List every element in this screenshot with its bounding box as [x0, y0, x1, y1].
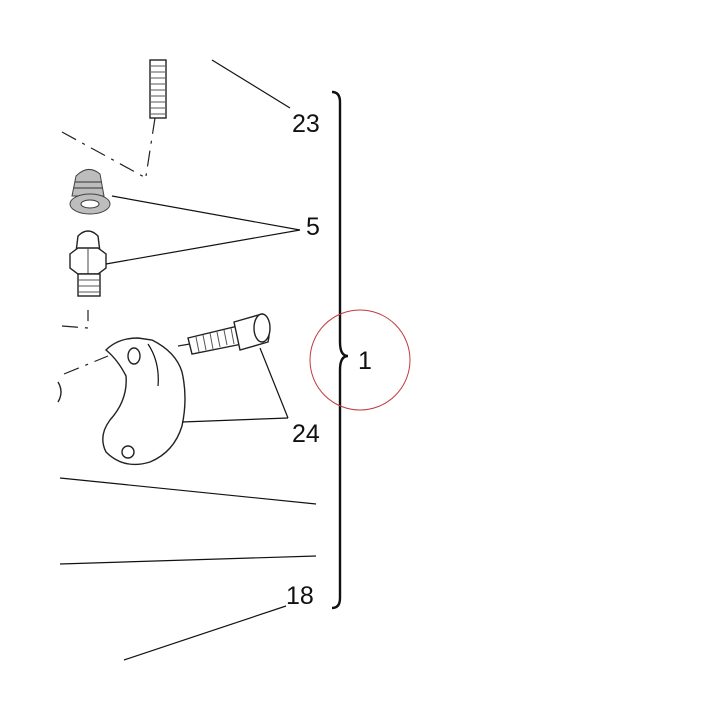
leader-line-5-lower [105, 229, 301, 265]
reference-line-lower [59, 555, 317, 565]
assembly-bracket [331, 90, 349, 610]
callout-24: 24 [292, 420, 320, 448]
leader-line-5-upper [111, 195, 301, 231]
reference-line-upper [59, 477, 317, 505]
leader-line-23 [211, 59, 291, 109]
callout-5: 5 [306, 213, 320, 241]
leader-line-24-screw [259, 347, 289, 419]
grease-nipple-cap [69, 169, 111, 215]
shaft-edge [57, 381, 62, 403]
leader-line-24-bracket [181, 417, 289, 423]
callout-1: 1 [358, 347, 372, 375]
assembly-axis-middle [61, 310, 89, 329]
assembly-axis-upper [61, 131, 147, 179]
cap-screw [187, 313, 271, 355]
clamp-bracket [102, 337, 186, 466]
grease-nipple-body [69, 230, 107, 297]
leader-line-18 [123, 605, 287, 661]
callout-18: 18 [286, 582, 314, 610]
assembly-axis-screw [177, 343, 191, 347]
callout-23: 23 [292, 110, 320, 138]
threaded-rod [145, 59, 167, 177]
assembly-axis-lower [63, 355, 109, 375]
highlight-circle [309, 309, 411, 411]
